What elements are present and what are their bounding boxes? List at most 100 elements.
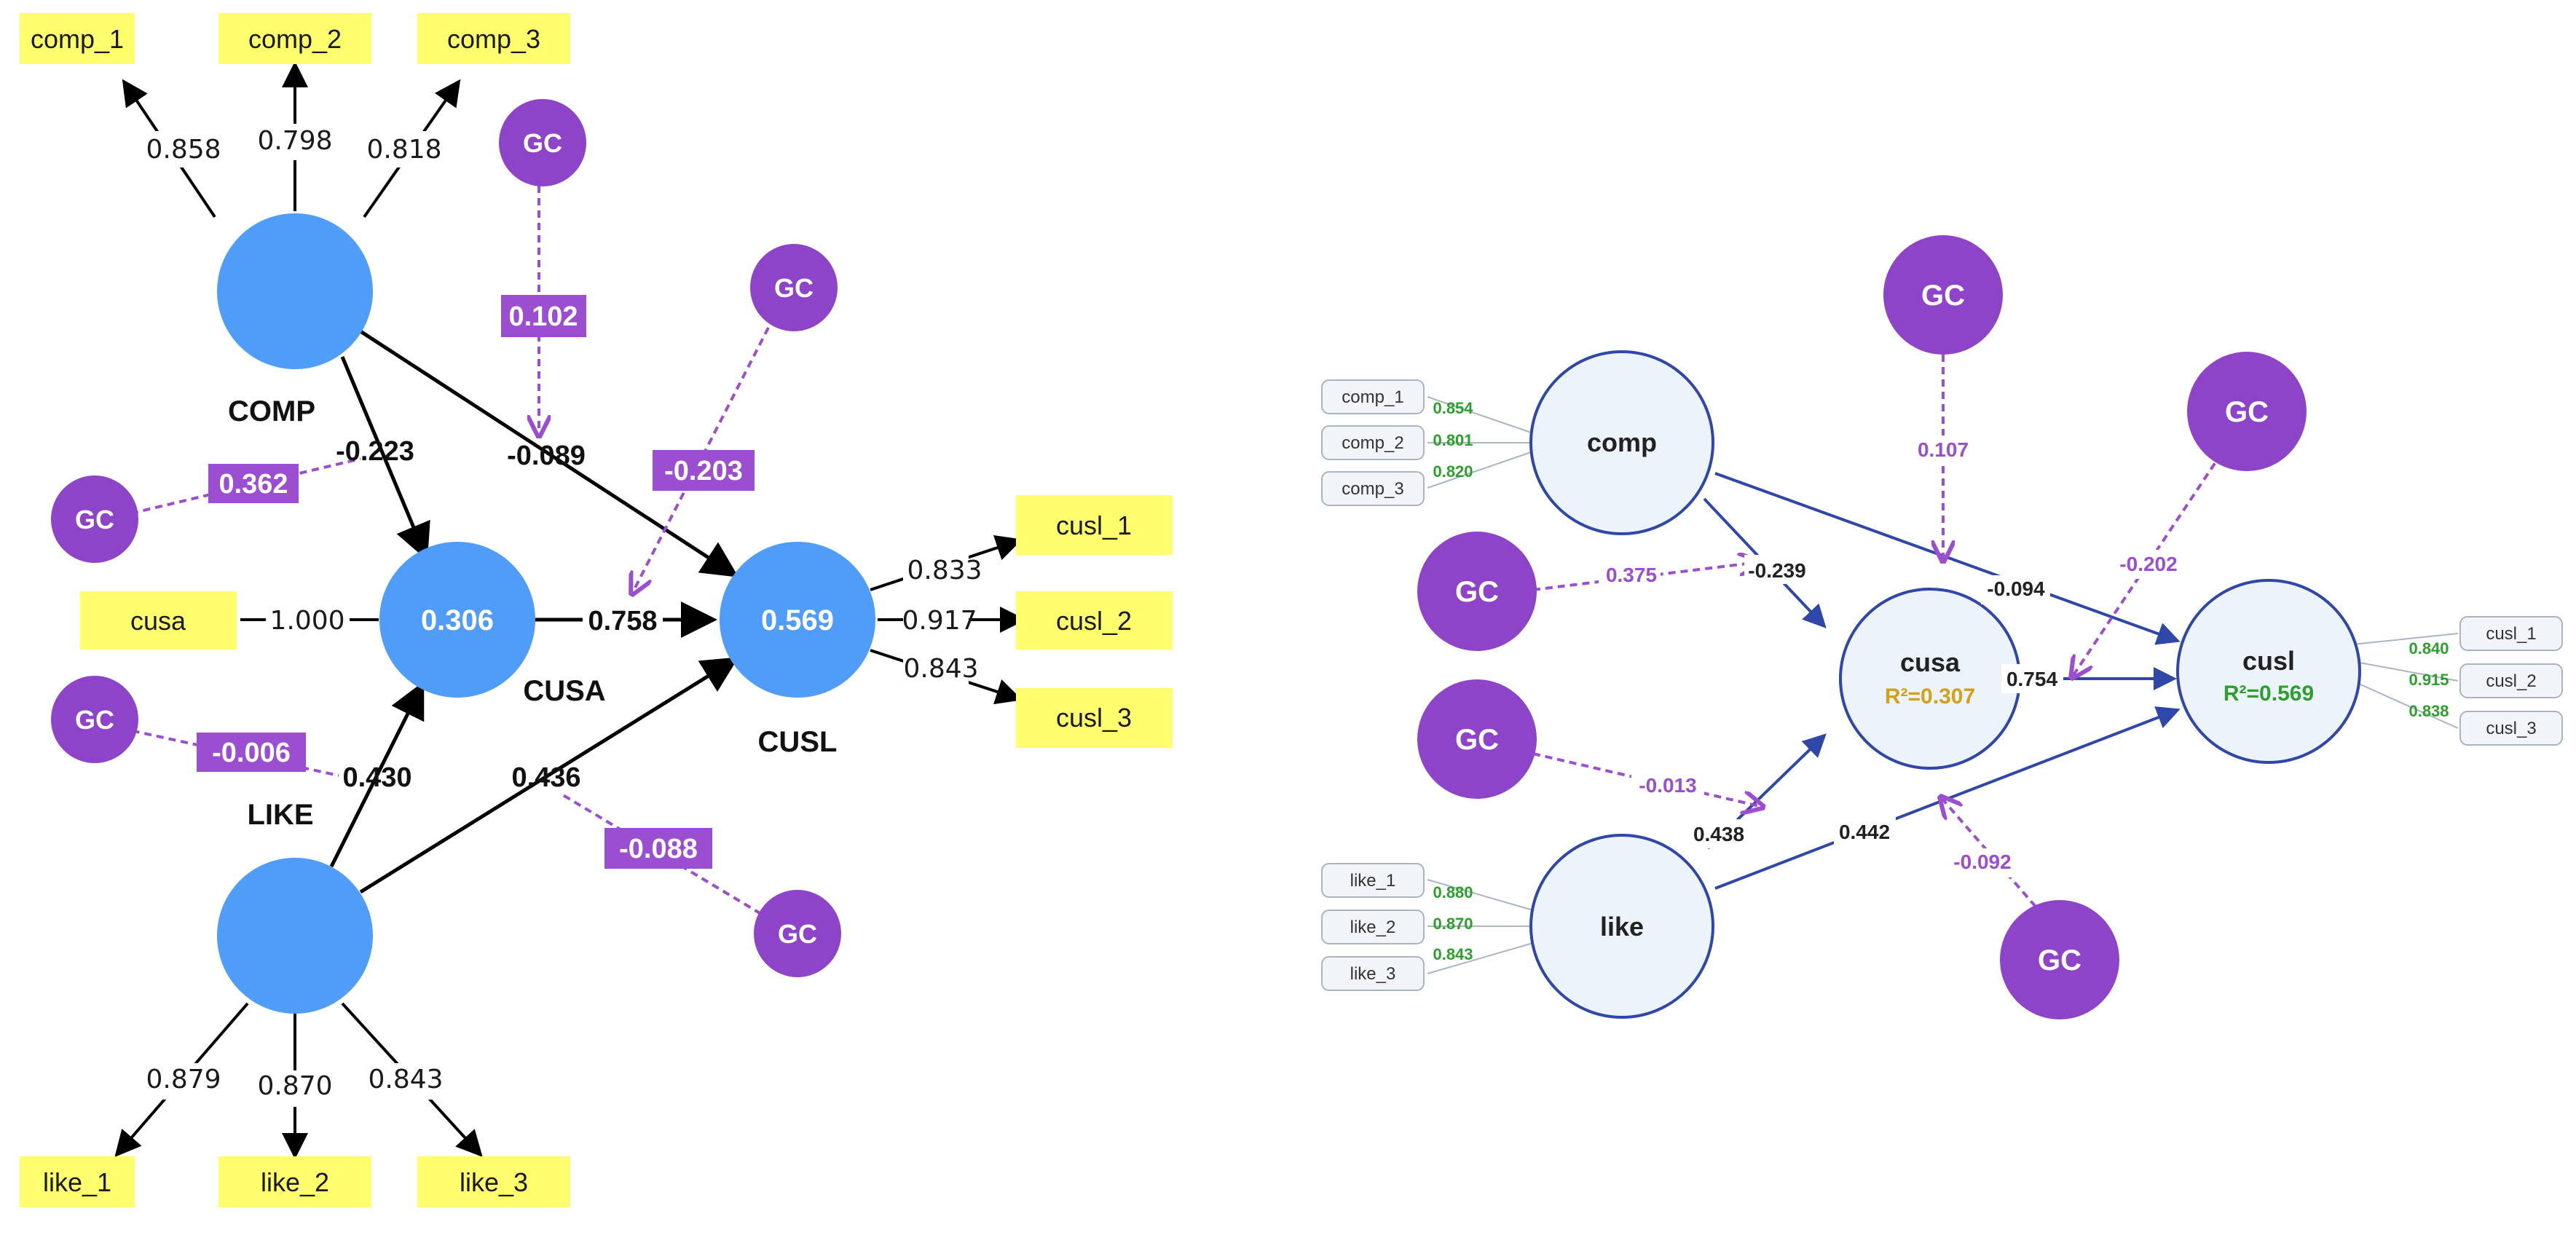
- indicator-cusl2: [1016, 591, 1173, 650]
- r-mod-value-3: 0.375: [1606, 564, 1657, 586]
- r-latent-cusa: [1839, 588, 2021, 770]
- r-latent-name-cusl: cusl: [2242, 646, 2295, 676]
- r-latent-name-cusa: cusa: [1900, 647, 1961, 677]
- indicator-comp1-label: comp_1: [31, 24, 124, 54]
- loading-comp1: 0.858: [146, 135, 221, 165]
- indicator-like3: [417, 1156, 570, 1207]
- latent-name-cusl: CUSL: [758, 726, 838, 758]
- r-indicator-comp3-label: comp_3: [1342, 479, 1403, 499]
- r-indicator-like3-label: like_3: [1350, 964, 1396, 984]
- right-diagram: comp_1 comp_2 comp_3 like_1 like_2 like_…: [1321, 235, 2563, 1019]
- moderator-gc-4-label: GC: [75, 705, 114, 735]
- indicator-cusl3-label: cusl_3: [1056, 703, 1132, 733]
- r-moderator-gc-2: [2187, 352, 2307, 471]
- r-path-label-comp-cusl: -0.094: [1987, 577, 2045, 600]
- r-loading-like1: 0.880: [1433, 883, 1473, 901]
- r-indicator-cusl3: [2459, 711, 2563, 746]
- indicator-cusl2-label: cusl_2: [1056, 606, 1132, 636]
- r-indicator-cusl2: [2459, 663, 2563, 698]
- indicator-comp3-label: comp_3: [447, 24, 540, 54]
- moderator-gc-5: [754, 890, 841, 977]
- r-load-line-comp3: [1427, 451, 1534, 489]
- indicator-cusl3: [1016, 688, 1173, 748]
- loading-like1: 0.879: [146, 1065, 221, 1094]
- indicator-comp1: [20, 13, 135, 64]
- r-indicator-comp1-label: comp_1: [1342, 387, 1403, 407]
- r-moderator-gc-3: [1417, 532, 1537, 651]
- r-load-line-cusl3: [2352, 680, 2459, 729]
- r-latent-name-like: like: [1600, 912, 1644, 942]
- latent-cusl: [720, 542, 875, 698]
- left-diagram: comp_1 comp_2 comp_3 like_1 like_2 like_…: [20, 13, 1173, 1207]
- r-mod-value-5: -0.092: [1953, 851, 2011, 873]
- r-indicator-cusl2-label: cusl_2: [2486, 671, 2536, 691]
- loading-cusl2: 0.917: [902, 606, 977, 636]
- r-indicator-cusl3-label: cusl_3: [2486, 719, 2536, 738]
- r-latent-name-comp: comp: [1587, 427, 1657, 457]
- r-indicator-cusl1: [2459, 616, 2563, 651]
- loading-cusl1: 0.833: [907, 556, 982, 585]
- mod-value-3: 0.362: [218, 469, 288, 500]
- indicator-cusl1-label: cusl_1: [1056, 510, 1132, 540]
- loading-like3: 0.843: [368, 1065, 443, 1094]
- r-moderator-gc-5: [2000, 900, 2119, 1019]
- r2-cusl: 0.569: [761, 604, 834, 636]
- r-indicator-like1-label: like_1: [1350, 871, 1396, 891]
- r-load-line-comp1: [1427, 396, 1534, 434]
- mod-value-4: -0.006: [212, 738, 291, 768]
- r-moderator-gc-3-label: GC: [1455, 576, 1499, 608]
- moderator-gc-2: [750, 244, 838, 331]
- path-label-comp-cusa: -0.223: [336, 436, 414, 467]
- r-indicator-like1: [1321, 863, 1425, 898]
- r-mod-value-4: -0.013: [1639, 774, 1696, 797]
- latent-cusa: [379, 542, 535, 698]
- indicator-cusa-label: cusa: [130, 606, 186, 636]
- moderator-gc-1-label: GC: [523, 128, 562, 158]
- indicator-like1-label: like_1: [43, 1167, 111, 1197]
- r-loading-like3: 0.843: [1433, 945, 1473, 963]
- moderator-gc-3: [51, 476, 138, 563]
- moderator-gc-3-label: GC: [75, 505, 114, 534]
- r-mod-value-2: -0.202: [2119, 553, 2177, 575]
- path-comp-cusa: [340, 356, 430, 561]
- r-indicator-cusl1-label: cusl_1: [2486, 624, 2536, 644]
- indicator-cusa: [80, 591, 237, 650]
- indicator-like1: [20, 1156, 135, 1207]
- loading-comp2: 0.798: [257, 126, 332, 156]
- moderator-gc-4: [51, 676, 138, 763]
- r-load-line-like3: [1427, 942, 1534, 974]
- r-load-line-cusl2: [2359, 662, 2459, 682]
- r2-cusa: 0.306: [421, 604, 494, 636]
- mod-box-1: [501, 295, 586, 337]
- path-like-cusa: [329, 681, 425, 868]
- path-comp-cusl: [359, 329, 739, 577]
- r-moderator-gc-4-label: GC: [1455, 724, 1499, 756]
- path-label-comp-cusl: -0.089: [507, 441, 586, 471]
- indicator-like3-label: like_3: [460, 1167, 528, 1197]
- path-label-like-cusl: 0.436: [511, 762, 580, 793]
- r-loading-comp3: 0.820: [1433, 462, 1473, 481]
- r-loading-comp1: 0.854: [1433, 399, 1473, 417]
- r-latent-cusl: [2176, 579, 2361, 764]
- r-path-label-cusa-cusl: 0.754: [2006, 668, 2057, 690]
- r-moderator-gc-2-label: GC: [2225, 396, 2269, 428]
- r-loading-cusl2: 0.915: [2408, 671, 2449, 689]
- r-loading-cusl3: 0.838: [2408, 702, 2449, 720]
- indicator-comp2: [218, 13, 371, 64]
- mod-box-2: [653, 450, 755, 491]
- r-load-line-like1: [1427, 879, 1534, 911]
- loading-like2: 0.870: [257, 1071, 332, 1101]
- indicator-cusl1: [1016, 495, 1173, 555]
- latent-comp: [217, 213, 373, 369]
- r-path-label-like-cusa: 0.438: [1693, 823, 1744, 845]
- path-label-cusa-cusl: 0.758: [588, 606, 657, 636]
- r-moderator-gc-1: [1883, 235, 2003, 355]
- mod-value-5: -0.088: [619, 834, 698, 864]
- loading-comp3: 0.818: [366, 135, 441, 165]
- r-loading-comp2: 0.801: [1433, 431, 1473, 449]
- indicator-comp3: [417, 13, 570, 64]
- latent-name-comp: COMP: [228, 395, 315, 427]
- r-indicator-comp3: [1321, 471, 1425, 506]
- r-indicator-like2-label: like_2: [1350, 918, 1396, 937]
